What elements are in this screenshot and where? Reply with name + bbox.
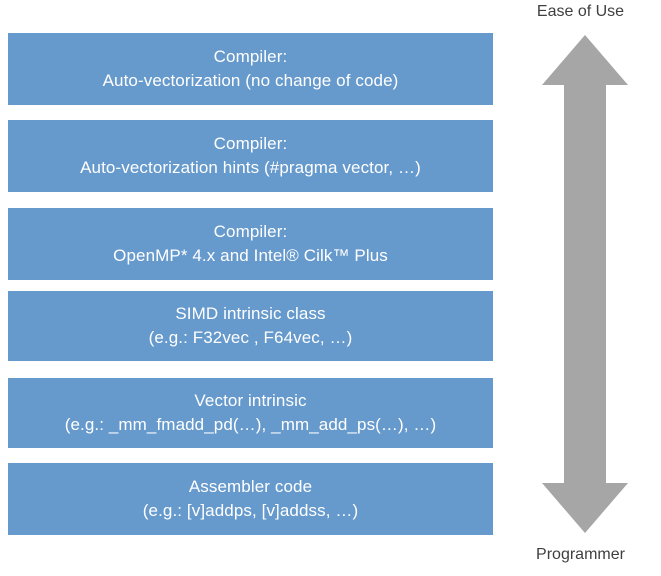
level-bar-line-1: Compiler: bbox=[213, 221, 288, 241]
level-bar-auto-vectorization-hints[interactable]: Compiler: Auto-vectorization hints (#pra… bbox=[8, 120, 493, 192]
axis-label-top: Ease of Use bbox=[536, 3, 625, 20]
level-bar-line-1: SIMD intrinsic class bbox=[175, 303, 326, 323]
level-bar-line-2: (e.g.: _mm_fmadd_pd(…), _mm_add_ps(…), …… bbox=[64, 415, 437, 434]
level-bar-line-1: Compiler: bbox=[213, 133, 288, 153]
level-bar-openmp-cilk-plus[interactable]: Compiler: OpenMP* 4.x and Intel® Cilk™ P… bbox=[8, 208, 493, 280]
level-bar-assembler-code[interactable]: Assembler code (e.g.: [v]addps, [v]addss… bbox=[8, 463, 493, 535]
ease-of-use-axis: Ease of Use Programmer bbox=[500, 0, 661, 576]
abstraction-level-stack: Compiler: Auto-vectorization (no change … bbox=[8, 33, 493, 535]
level-bar-line-2: OpenMP* 4.x and Intel® Cilk™ Plus bbox=[113, 246, 388, 265]
level-bar-line-2: (e.g.: [v]addps, [v]addss, …) bbox=[142, 501, 359, 520]
level-bar-vector-intrinsic[interactable]: Vector intrinsic (e.g.: _mm_fmadd_pd(…),… bbox=[8, 378, 493, 448]
level-bar-simd-intrinsic-class[interactable]: SIMD intrinsic class (e.g.: F32vec , F64… bbox=[8, 291, 493, 361]
axis-label-bottom: Programmer bbox=[536, 546, 625, 563]
level-bar-auto-vectorization[interactable]: Compiler: Auto-vectorization (no change … bbox=[8, 33, 493, 105]
level-bar-line-2: Auto-vectorization hints (#pragma vector… bbox=[80, 158, 421, 177]
level-bar-line-1: Assembler code bbox=[188, 476, 313, 496]
level-bar-line-1: Compiler: bbox=[213, 46, 288, 66]
level-bar-line-1: Vector intrinsic bbox=[194, 390, 307, 410]
level-bar-line-2: (e.g.: F32vec , F64vec, …) bbox=[148, 328, 353, 347]
double-headed-arrow-icon bbox=[542, 33, 628, 535]
level-bar-line-2: Auto-vectorization (no change of code) bbox=[102, 71, 399, 90]
